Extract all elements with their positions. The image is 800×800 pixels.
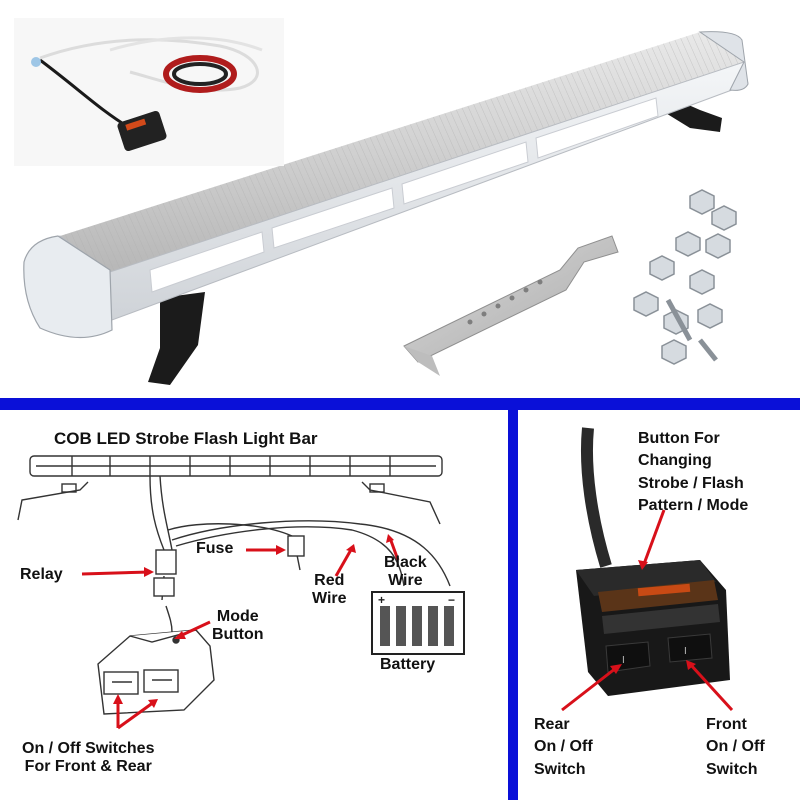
control-box-photo: I I	[561, 427, 734, 712]
diagram-title: COB LED Strobe Flash Light Bar	[54, 429, 318, 448]
svg-text:−: −	[448, 593, 455, 607]
wiring-harness-with-control-box	[14, 18, 284, 166]
battery-symbol: + −	[371, 591, 465, 655]
wiring-diagram-panel: + −	[0, 410, 508, 800]
wiring-diagram: + −	[17, 455, 465, 730]
left-mounting-foot	[148, 292, 205, 385]
relay-symbol	[153, 549, 177, 597]
product-photo-panel	[0, 0, 800, 398]
rear-switch: I	[605, 641, 651, 673]
front-switch: I	[667, 633, 713, 663]
closeup-pointers	[561, 509, 734, 712]
battery-label: Battery	[380, 656, 436, 673]
rear-switch-callout: Rear On / Off Switch	[534, 716, 593, 778]
closeup-pointer-heads	[610, 560, 696, 674]
fuse-symbol	[287, 535, 305, 557]
nuts-and-bolts	[633, 189, 737, 365]
mode-button-label: Mode Button	[212, 608, 264, 643]
svg-text:I: I	[684, 646, 687, 657]
front-switch-callout: Front On / Off Switch	[706, 716, 765, 778]
diagram-light-bar	[17, 455, 443, 525]
vertical-divider	[508, 410, 518, 800]
red-wire-label: Red Wire	[312, 572, 347, 607]
svg-text:+: +	[378, 593, 385, 607]
horizontal-divider	[0, 398, 800, 410]
control-box-closeup-panel: I I Button For Changing Strobe / Flash P…	[518, 410, 800, 800]
switches-label: On / Off Switches For Front & Rear	[22, 740, 155, 775]
right-end-cap	[698, 31, 749, 91]
black-wire-label: Black Wire	[384, 554, 427, 589]
wiring	[149, 475, 451, 633]
product-photo	[14, 18, 749, 385]
relay-label: Relay	[20, 566, 63, 583]
pointer-heads	[113, 534, 394, 708]
left-end-cap	[23, 235, 113, 339]
mode-button-callout: Button For Changing Strobe / Flash Patte…	[638, 430, 749, 515]
light-bar	[23, 31, 749, 385]
mounting-bracket	[403, 235, 619, 376]
fuse-label: Fuse	[196, 540, 234, 557]
control-box: I I	[576, 560, 730, 696]
svg-text:I: I	[622, 655, 625, 666]
